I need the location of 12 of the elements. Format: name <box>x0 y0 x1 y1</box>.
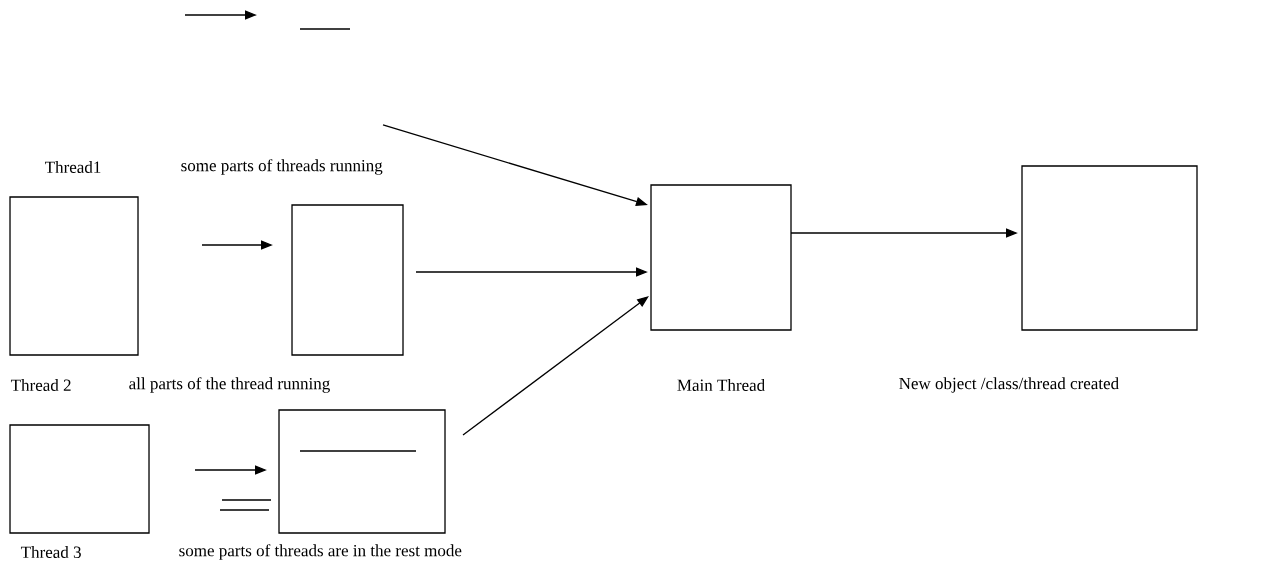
label-text: Thread 2 <box>10 379 71 391</box>
label-text: Thread1 <box>45 161 101 173</box>
arrow <box>462 296 649 436</box>
process-box <box>278 409 446 534</box>
label-text: some parts of threads are in the rest mode <box>179 544 462 560</box>
node-label: New object /class/thread created <box>899 377 1119 393</box>
process-box <box>291 204 404 356</box>
node-label: Main Thread <box>677 379 765 391</box>
process-box <box>9 196 139 356</box>
process-box <box>9 424 150 534</box>
label-text: some parts of threads running <box>181 159 383 175</box>
label-text: all parts of the thread running <box>129 377 330 393</box>
